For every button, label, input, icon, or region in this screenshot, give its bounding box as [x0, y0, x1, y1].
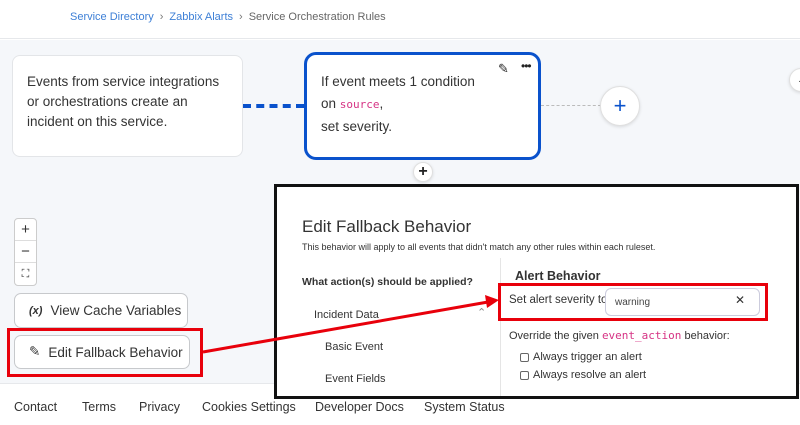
nav-basic-event[interactable]: Basic Event	[325, 341, 384, 353]
modal-subtitle: This behavior will apply to all events t…	[302, 242, 656, 252]
override-post: behavior:	[681, 330, 730, 342]
view-cache-variables-button[interactable]: (x) View Cache Variables	[14, 293, 188, 328]
override-text: Override the given event_action behavior…	[509, 329, 730, 342]
checkbox-icon	[520, 352, 529, 362]
checkbox-label: Always resolve an alert	[533, 369, 647, 381]
modal-title: Edit Fallback Behavior	[302, 217, 472, 236]
rule-on: on	[321, 96, 340, 111]
fallback-button-label: Edit Fallback Behavior	[48, 344, 183, 360]
column-divider	[500, 258, 501, 396]
override-pre: Override the given	[509, 330, 602, 342]
edit-pencil-icon[interactable]: ✎	[498, 61, 509, 76]
override-code: event_action	[601, 329, 682, 342]
fit-view-button[interactable]: ⛶	[21, 268, 30, 280]
pencil-icon: ✎	[29, 344, 41, 359]
breadcrumb-service-directory[interactable]: Service Directory	[70, 11, 154, 23]
source-card: Events from service integrations or orch…	[12, 55, 243, 157]
breadcrumb-separator: ›	[159, 11, 164, 23]
zoom-in-button[interactable]: +	[15, 219, 36, 241]
nav-incident-data[interactable]: Incident Data	[314, 309, 379, 321]
highlight-box	[7, 328, 203, 377]
breadcrumb-separator: ›	[239, 11, 243, 23]
rule-card[interactable]: If event meets 1 condition on source, se…	[304, 52, 541, 160]
footer-terms[interactable]: Terms	[82, 400, 117, 414]
connector-line	[541, 105, 601, 106]
nav-event-fields[interactable]: Event Fields	[325, 373, 386, 385]
more-options-icon[interactable]: •••	[521, 59, 532, 73]
alert-behavior-heading: Alert Behavior	[515, 269, 601, 283]
footer-cookies[interactable]: Cookies Settings	[202, 400, 296, 414]
edit-fallback-behavior-button[interactable]: ✎ Edit Fallback Behavior	[14, 335, 190, 369]
always-trigger-checkbox[interactable]: Always trigger an alert	[520, 351, 642, 363]
footer-contact[interactable]: Contact	[14, 400, 58, 414]
rule-field: source	[339, 98, 380, 111]
rule-comma: ,	[379, 96, 384, 111]
severity-label: Set alert severity to	[509, 294, 608, 306]
breadcrumb-current: Service Orchestration Rules	[248, 11, 386, 23]
arrow-line	[202, 300, 489, 354]
footer-privacy[interactable]: Privacy	[139, 400, 180, 414]
breadcrumb-zabbix-alarts[interactable]: Zabbix Alarts	[169, 11, 234, 23]
clear-icon[interactable]: ✕	[735, 293, 746, 307]
add-rule-button[interactable]: +	[600, 86, 640, 126]
severity-select[interactable]: warning	[605, 288, 760, 316]
add-rule-below-button[interactable]: +	[413, 162, 433, 182]
connector-line	[243, 104, 304, 108]
highlight-box	[498, 283, 768, 321]
rule-action: set severity.	[321, 119, 393, 134]
rule-condition: If event meets 1 condition	[321, 74, 475, 89]
collapse-icon[interactable]: ⌃	[477, 307, 487, 319]
checkbox-label: Always trigger an alert	[533, 351, 642, 363]
breadcrumb: Service Directory › Zabbix Alarts › Service …	[70, 11, 386, 23]
always-resolve-checkbox[interactable]: Always resolve an alert	[520, 369, 646, 381]
footer-system-status[interactable]: System Status	[424, 400, 505, 414]
variable-icon: (x)	[29, 304, 43, 317]
arrow-head-icon	[485, 295, 499, 308]
zoom-out-button[interactable]: −	[15, 241, 36, 263]
checkbox-icon	[520, 370, 529, 380]
zoom-controls: + − ⛶	[14, 218, 37, 286]
footer-developer-docs[interactable]: Developer Docs	[315, 400, 404, 414]
header: Service Directory › Zabbix Alarts › Service …	[0, 0, 800, 39]
actions-question: What action(s) should be applied?	[302, 276, 473, 288]
cache-button-label: View Cache Variables	[50, 303, 182, 318]
